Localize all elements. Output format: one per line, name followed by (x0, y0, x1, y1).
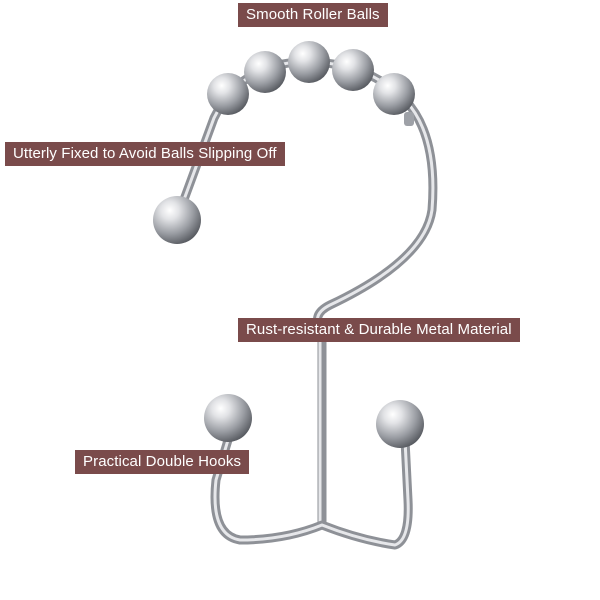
callout-smooth-roller-balls: Smooth Roller Balls (238, 3, 388, 27)
roller-stopper (404, 112, 414, 126)
callout-fixed-balls: Utterly Fixed to Avoid Balls Slipping Of… (5, 142, 285, 166)
hook-tip-ball-left (204, 394, 252, 442)
roller-ball (207, 73, 249, 115)
roller-ball (288, 41, 330, 83)
hook-tip-ball-right (376, 400, 424, 448)
end-ball (153, 196, 201, 244)
callout-rust-resistant-material: Rust-resistant & Durable Metal Material (238, 318, 520, 342)
roller-ball (244, 51, 286, 93)
callout-double-hooks: Practical Double Hooks (75, 450, 250, 474)
roller-ball (373, 73, 415, 115)
roller-ball (332, 49, 374, 91)
